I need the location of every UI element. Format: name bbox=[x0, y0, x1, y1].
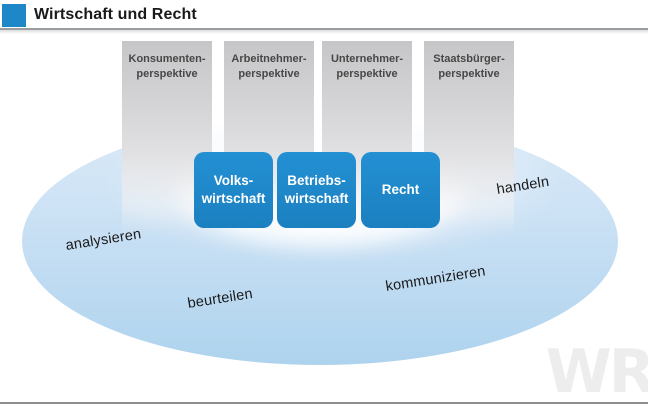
column-label: Konsumenten- perspektive bbox=[128, 53, 206, 80]
column-label: Unternehmer- perspektive bbox=[330, 53, 404, 80]
watermark-wr: WR bbox=[545, 337, 648, 407]
box-betriebswirtschaft: Betriebs- wirtschaft bbox=[277, 152, 356, 228]
header-divider-shadow bbox=[0, 30, 648, 34]
box-label: Volks- wirtschaft bbox=[201, 173, 266, 206]
header-divider bbox=[0, 28, 648, 30]
bottom-divider bbox=[0, 402, 648, 404]
column-label: Staatsbürger- perspektive bbox=[433, 53, 505, 80]
box-label: Recht bbox=[381, 182, 420, 198]
box-label: Betriebs- wirtschaft bbox=[284, 173, 349, 206]
box-volkswirtschaft: Volks- wirtschaft bbox=[194, 152, 273, 228]
page-title: Wirtschaft und Recht bbox=[34, 6, 197, 23]
column-label: Arbeitnehmer- perspektive bbox=[231, 53, 307, 80]
header-accent-square bbox=[2, 4, 26, 27]
box-recht: Recht bbox=[361, 152, 440, 228]
